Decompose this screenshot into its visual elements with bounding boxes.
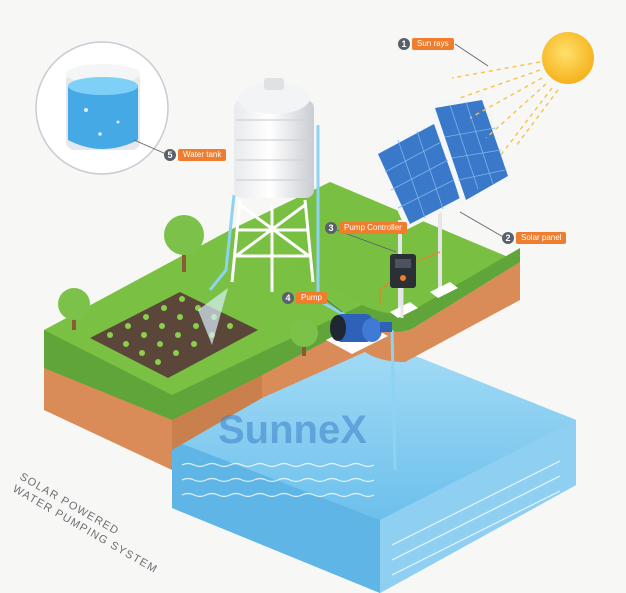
tank-zoom-icon	[35, 41, 169, 175]
sun-icon	[542, 32, 594, 84]
water-pool	[172, 338, 576, 593]
leader-lines	[133, 43, 506, 313]
callout-sun-rays: 1 Sun rays	[398, 37, 454, 51]
callout-number: 4	[282, 292, 294, 304]
watermark-logo: SunneX	[218, 408, 367, 452]
callout-number: 5	[164, 149, 176, 161]
callout-number: 2	[502, 232, 514, 244]
callout-label: Solar panel	[516, 232, 567, 244]
callout-number: 3	[325, 222, 337, 234]
solar-panel-icon	[372, 94, 514, 318]
callout-label: Pump Controller	[339, 222, 407, 234]
tree-icon	[290, 319, 318, 356]
callout-water-tank: 5 Water tank	[164, 148, 227, 162]
pump-controller-icon	[379, 251, 441, 318]
tree-icon	[58, 288, 90, 330]
sun-rays	[451, 61, 559, 157]
callout-number: 1	[398, 38, 410, 50]
tree-icon	[164, 215, 204, 272]
callout-label: Pump	[296, 292, 327, 304]
callout-pump-controller: 3 Pump Controller	[325, 221, 407, 235]
callout-label: Sun rays	[412, 38, 454, 50]
callout-label: Water tank	[178, 149, 227, 161]
crop-bed	[90, 288, 258, 378]
water-tank-icon	[230, 78, 315, 292]
pump-icon	[326, 314, 392, 354]
callout-pump: 4 Pump	[282, 291, 327, 305]
callout-solar-panel: 2 Solar panel	[502, 231, 567, 245]
